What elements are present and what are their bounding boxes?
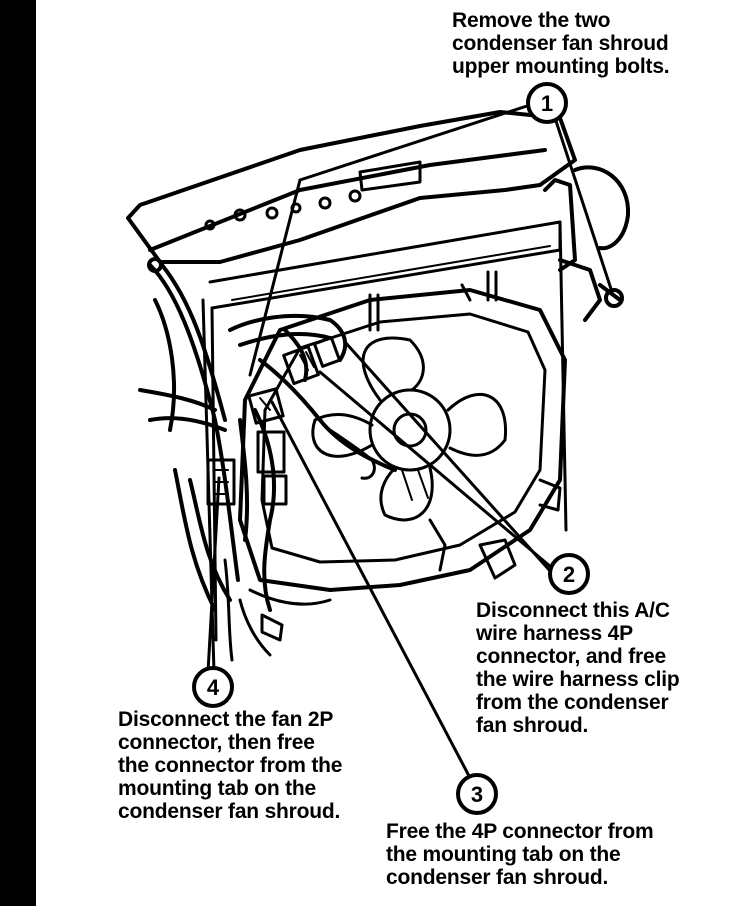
callout-text-2: Disconnect this A/C wire harness 4P conn…: [476, 599, 680, 737]
shroud-lower-details: [223, 428, 562, 662]
leader-line-2b: [343, 340, 553, 574]
connector-4p-lower: [247, 387, 285, 425]
callout-number-2: 2: [548, 553, 590, 595]
page-edge-bar: [0, 0, 36, 906]
fan-shroud: [238, 288, 567, 592]
callout-number-3: 3: [456, 773, 498, 815]
callout-number-1: 1: [526, 82, 568, 124]
leader-line-3: [270, 400, 470, 776]
leader-line-1b: [553, 116, 614, 294]
connector-4p-upper: [282, 336, 342, 386]
callout-text-1: Remove the two condenser fan shroud uppe…: [452, 9, 670, 78]
leader-line-4a: [206, 476, 221, 674]
radiator-support: [126, 110, 577, 264]
leader-line-1a: [248, 103, 532, 377]
shroud-mount-posts: [368, 270, 498, 332]
leader-lines: [201, 103, 614, 776]
svg-text:4: 4: [207, 675, 220, 700]
callout-number-4: 4: [192, 666, 234, 708]
left-hoses: [138, 257, 240, 612]
leader-line-4b: [201, 298, 216, 674]
svg-text:2: 2: [563, 562, 575, 587]
svg-text:3: 3: [471, 782, 483, 807]
fan-assembly: [311, 336, 508, 522]
leader-line-2a: [318, 370, 553, 569]
svg-text:1: 1: [541, 91, 553, 116]
right-bracket: [543, 165, 631, 322]
callout-text-4: Disconnect the fan 2P connector, then fr…: [118, 708, 343, 823]
callout-text-3: Free the 4P connector from the mounting …: [386, 820, 654, 889]
